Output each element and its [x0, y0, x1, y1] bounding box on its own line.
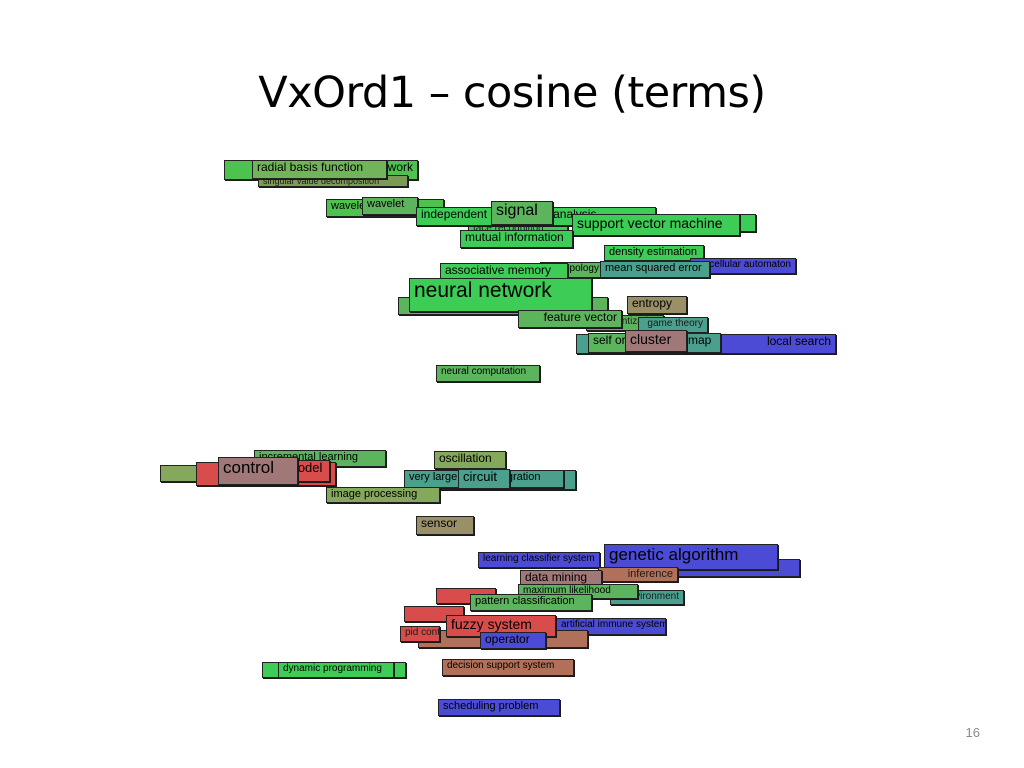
- page-number: 16: [965, 725, 980, 740]
- term-dynamic-programming: dynamic programming: [278, 662, 394, 678]
- term-scheduling-problem: scheduling problem: [438, 699, 560, 716]
- term-neural-computation: neural computation: [436, 365, 540, 382]
- term-density-estimation: density estimation: [604, 245, 704, 261]
- term-inference: inference: [598, 567, 678, 582]
- term-signal: signal: [491, 201, 553, 225]
- term-learning-classifier-system: learning classifier system: [478, 552, 600, 568]
- term-feature-vector: feature vector: [518, 310, 622, 328]
- term-neural-network: neural network: [409, 278, 592, 312]
- term-circuit: circuit: [458, 469, 510, 489]
- term-decision-support-system: decision support system: [442, 659, 574, 676]
- term-support-vector-machine: support vector machine: [572, 214, 740, 236]
- term-wavelet: wavelet: [362, 197, 418, 215]
- term-pid-controller: pid controller: [400, 626, 440, 642]
- term-radial-basis-function: radial basis function: [252, 160, 387, 179]
- term-self-organizing-map: self organizing map: [588, 333, 630, 353]
- term-genetic-algorithm: genetic algorithm: [604, 544, 778, 570]
- term-cellular-automaton: cellular automaton: [690, 258, 796, 274]
- term-fuzzy-system: fuzzy system: [446, 615, 556, 637]
- term-sensor: sensor: [416, 516, 474, 535]
- term-associative-memory: associative memory: [440, 263, 568, 281]
- term-pattern-classification: pattern classification: [470, 594, 592, 611]
- slide-title: VxOrd1 – cosine (terms): [258, 68, 766, 118]
- term-cluster: cluster: [625, 330, 687, 352]
- term-oscillation: oscillation: [434, 451, 506, 469]
- term-mutual-information: mutual information: [460, 230, 573, 248]
- term-map: map: [683, 333, 721, 353]
- term-image-processing: image processing: [326, 487, 440, 503]
- term-operator: operator: [480, 632, 546, 649]
- term-local-search: local search: [710, 334, 836, 354]
- term-control: control: [218, 457, 298, 485]
- term-mean-squared-error: mean squared error: [600, 261, 710, 278]
- term-entropy: entropy: [627, 296, 687, 314]
